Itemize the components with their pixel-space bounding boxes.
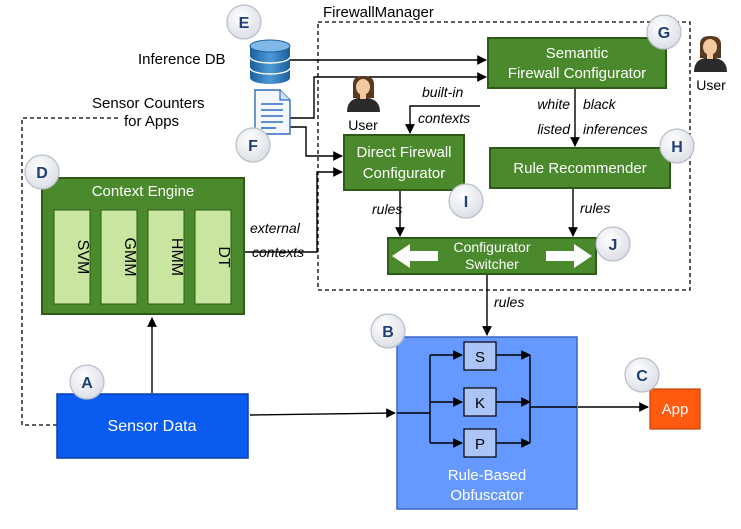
edge-label-rules-switcher: rules bbox=[494, 294, 524, 310]
app-box[interactable] bbox=[649, 388, 701, 430]
obfuscator-line2: Obfuscator bbox=[450, 487, 523, 504]
direct-configurator-line1: Direct Firewall bbox=[356, 144, 451, 161]
svg-text:H: H bbox=[671, 139, 683, 156]
svg-text:I: I bbox=[464, 194, 468, 211]
badge-c: C bbox=[624, 357, 660, 393]
edge-label-black-2: inferences bbox=[583, 121, 648, 137]
classifier-svm-label: SVM bbox=[74, 240, 91, 275]
configurator-switcher-line2: Switcher bbox=[465, 256, 519, 272]
obfuscator-line1: Rule-Based bbox=[448, 467, 526, 484]
badge-e: E bbox=[226, 4, 262, 40]
badge-j: J bbox=[595, 226, 631, 262]
op-p-box bbox=[463, 428, 497, 458]
classifier-dt: DT bbox=[194, 209, 232, 305]
sensor-counters-label-line2: for Apps bbox=[124, 113, 179, 130]
user-left-label: User bbox=[348, 117, 378, 133]
edge-label-black-1: black bbox=[583, 96, 617, 112]
svg-text:G: G bbox=[658, 25, 670, 42]
switch-right-arrow-icon bbox=[546, 244, 592, 268]
firewall-manager-label: FirewallManager bbox=[323, 4, 434, 21]
badge-b: B bbox=[370, 313, 406, 349]
user-right-label: User bbox=[696, 77, 726, 93]
semantic-configurator-line2: Firewall Configurator bbox=[508, 65, 646, 82]
document-icon bbox=[254, 89, 291, 135]
counters-to-direct-arrow bbox=[290, 126, 343, 161]
configurator-switcher-line1: Configurator bbox=[453, 239, 530, 255]
semantic-configurator-box[interactable] bbox=[487, 37, 667, 89]
classifier-hmm: HMM bbox=[147, 209, 185, 305]
direct-configurator-line2: Configurator bbox=[363, 165, 446, 182]
counters-to-semantic-arrow bbox=[290, 72, 487, 119]
inference-db-label: Inference DB bbox=[138, 51, 226, 68]
badge-d: D bbox=[24, 154, 60, 190]
sensor-data-label: Sensor Data bbox=[108, 418, 197, 435]
classifier-hmm-label: HMM bbox=[168, 238, 185, 276]
svg-text:E: E bbox=[239, 15, 250, 32]
edge-label-white-1: white bbox=[537, 96, 570, 112]
sensor-counters-dashed-line bbox=[21, 117, 120, 426]
edge-label-external-1: external bbox=[250, 220, 301, 236]
edge-label-white-2: listed bbox=[537, 121, 571, 137]
edge-label-builtin-2: contexts bbox=[418, 110, 470, 126]
semantic-configurator-line1: Semantic bbox=[546, 45, 609, 62]
op-s-label: S bbox=[475, 349, 485, 366]
sensor-data-box[interactable] bbox=[56, 393, 249, 459]
sensor-to-obfuscator-arrow bbox=[249, 408, 396, 419]
svg-text:B: B bbox=[382, 324, 394, 341]
rule-recommender-label: Rule Recommender bbox=[513, 160, 646, 177]
classifier-svm: SVM bbox=[53, 209, 91, 305]
edge-label-rules-direct: rules bbox=[372, 201, 402, 217]
svg-text:D: D bbox=[36, 165, 48, 182]
badge-g: G bbox=[646, 14, 682, 50]
svg-text:F: F bbox=[248, 138, 258, 155]
classifier-gmm-label: GMM bbox=[121, 237, 138, 276]
app-label: App bbox=[662, 401, 689, 418]
svg-text:C: C bbox=[636, 368, 648, 385]
obfuscator-wiring bbox=[397, 350, 577, 448]
edge-label-builtin-1: built-in bbox=[422, 84, 463, 100]
user-right-icon bbox=[694, 36, 727, 72]
svg-text:J: J bbox=[609, 237, 618, 254]
op-s-box bbox=[463, 341, 497, 371]
op-k-box bbox=[463, 387, 497, 417]
badge-h: H bbox=[659, 128, 695, 164]
edge-label-rules-recommender: rules bbox=[580, 200, 610, 216]
svg-text:A: A bbox=[81, 375, 93, 392]
badge-i: I bbox=[448, 183, 484, 219]
database-icon bbox=[249, 39, 291, 84]
external-contexts-arrow bbox=[245, 167, 343, 253]
user-left-icon bbox=[347, 76, 380, 112]
builtin-contexts-arrow bbox=[405, 105, 480, 134]
switch-left-arrow-icon bbox=[392, 244, 438, 268]
sensor-counters-label-line1: Sensor Counters bbox=[92, 95, 205, 112]
direct-configurator-box[interactable] bbox=[343, 134, 465, 191]
classifier-dt-label: DT bbox=[215, 246, 232, 268]
classifier-gmm: GMM bbox=[100, 209, 138, 305]
badge-f: F bbox=[235, 127, 271, 163]
badge-a: A bbox=[69, 364, 105, 400]
op-k-label: K bbox=[475, 395, 485, 412]
rule-recommender-box[interactable] bbox=[489, 147, 671, 189]
edge-label-external-2: contexts bbox=[252, 244, 304, 260]
context-engine-title: Context Engine bbox=[92, 183, 195, 200]
op-p-label: P bbox=[475, 436, 485, 453]
